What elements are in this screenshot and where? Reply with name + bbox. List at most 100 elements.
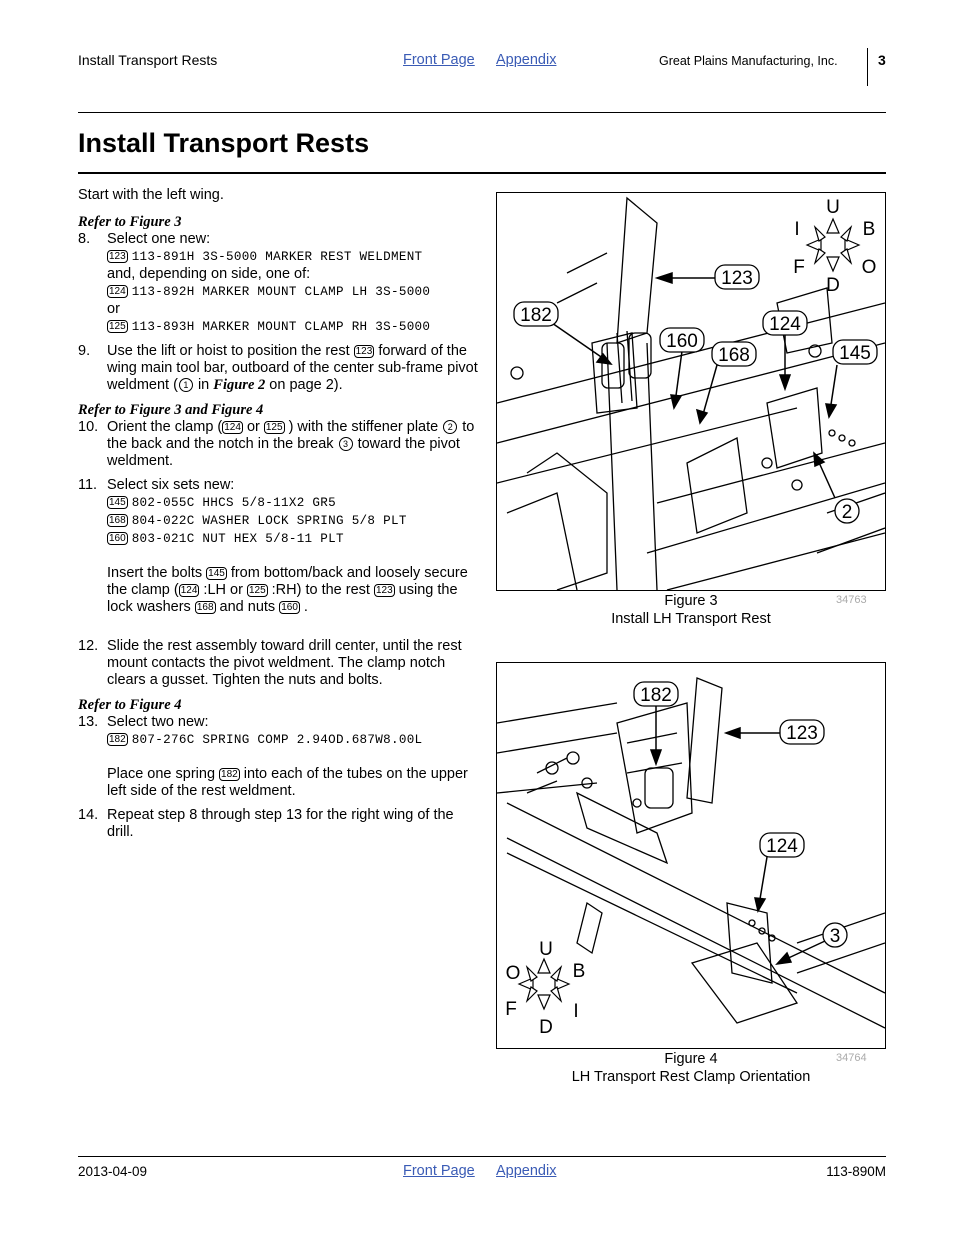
header-section-title: Install Transport Rests [78, 52, 218, 68]
step-text: to the back and the notch in the break [107, 419, 475, 452]
figure-4-id: 34764 [836, 1052, 867, 1064]
part-badge: 124 [222, 421, 243, 434]
callout-168: 168 [718, 345, 750, 366]
callout-124: 124 [766, 836, 798, 857]
step-number: 12. [78, 638, 99, 654]
title-rule [78, 172, 886, 174]
footer-front-page-link[interactable]: Front Page [403, 1163, 475, 1179]
step-number: 9. [78, 343, 91, 359]
step-text: Place one spring [107, 766, 216, 782]
step-text: :RH) to the rest [271, 582, 370, 598]
figure-label: Figure 4 [664, 1051, 718, 1067]
step-number: 11. [78, 477, 98, 493]
footer-rule [78, 1156, 886, 1157]
callout-145: 145 [839, 343, 871, 364]
part-badge: 125 [107, 320, 128, 333]
step-text: on page 2). [269, 377, 343, 393]
callout-circle: 3 [338, 437, 353, 451]
footer-appendix-link[interactable]: Appendix [496, 1163, 557, 1179]
compass-u: U [539, 939, 553, 960]
page-title: Install Transport Rests [78, 128, 370, 158]
header-rule [78, 112, 886, 113]
compass-b: B [863, 219, 876, 240]
step-text: Repeat step 8 through step 13 for the ri… [107, 807, 454, 840]
compass-f: F [505, 999, 517, 1020]
step-text: in [197, 377, 210, 393]
part-badge: 182 [107, 733, 128, 746]
part-description: 113-891H 3S-5000 MARKER REST WELDMENT [131, 250, 423, 264]
part-badge: 125 [246, 584, 268, 597]
callout-182: 182 [520, 305, 552, 326]
step-text: Select six sets new: [107, 477, 235, 493]
part-badge: 168 [194, 601, 216, 614]
figure-4-caption: Figure 4 LH Transport Rest Clamp Orienta… [496, 1050, 886, 1086]
figure-caption-text: LH Transport Rest Clamp Orientation [571, 1069, 811, 1085]
step-text: toward the pivot weldment. [107, 436, 460, 469]
step-text: . [303, 599, 308, 615]
step-14: 14. Repeat step 8 through step 13 for th… [78, 807, 478, 841]
compass-b: B [573, 961, 586, 982]
page-number: 3 [878, 52, 886, 68]
part-badge: 124 [107, 285, 128, 298]
compass-i: I [573, 1001, 578, 1022]
compass-d: D [826, 275, 840, 296]
step-text: and, depending on side, one of: [107, 266, 311, 282]
step-text: or [246, 419, 260, 435]
callout-123: 123 [786, 723, 818, 744]
part-badge: 124 [178, 584, 200, 597]
step-text: and nuts [219, 599, 276, 615]
step-text: Insert the bolts [107, 565, 203, 581]
figure-2-link[interactable]: Figure 2 [213, 377, 266, 393]
intro-text: Start with the left wing. [78, 187, 224, 203]
step-number: 13. [78, 714, 99, 730]
figure-3-illustration: U D I B F O 123 182 160 168 [496, 192, 886, 591]
step-text: from bottom/back and loosely secure the … [107, 565, 468, 598]
step-text: :LH or [203, 582, 243, 598]
callout-circle: 2 [443, 420, 458, 434]
callout-160: 160 [666, 331, 698, 352]
callout-3: 3 [830, 926, 841, 947]
step-number: 10. [78, 419, 99, 435]
part-badge: 123 [373, 584, 395, 597]
part-description: 802-055C HHCS 5/8-11X2 GR5 [131, 496, 336, 510]
compass-o: O [862, 257, 877, 278]
part-badge: 123 [353, 345, 375, 358]
step-text: Orient the clamp ( [107, 419, 223, 435]
figure-3-caption: Figure 3 Install LH Transport Rest [496, 592, 886, 628]
step-text: or [107, 301, 120, 317]
header-appendix-link[interactable]: Appendix [496, 52, 557, 68]
step-9: 9. Use the lift or hoist to position the… [78, 343, 478, 394]
compass-rose [805, 217, 861, 273]
part-description: 804-022C WASHER LOCK SPRING 5/8 PLT [131, 514, 407, 528]
part-badge: 168 [107, 514, 128, 527]
step-text: using the lock washers [107, 582, 458, 615]
compass-d: D [539, 1017, 553, 1038]
part-badge: 182 [219, 768, 240, 781]
footer-doc-number: 113-890M [826, 1164, 886, 1179]
step-text: Slide the rest assembly toward drill cen… [107, 638, 462, 688]
ref-figure-4: Refer to Figure 4 [78, 697, 182, 713]
callout-2: 2 [842, 502, 853, 523]
part-badge: 123 [107, 250, 128, 263]
part-badge: 160 [107, 532, 128, 545]
compass-u: U [826, 197, 840, 218]
figure-label: Figure 3 [664, 593, 718, 609]
figure-3-id: 34763 [836, 594, 867, 606]
figure-3-drawing: U D I B F O 123 182 160 168 [497, 196, 885, 590]
part-description: 807-276C SPRING COMP 2.94OD.687W8.00L [131, 733, 423, 747]
callout-123: 123 [721, 268, 753, 289]
ref-figure-3: Refer to Figure 3 [78, 214, 182, 230]
step-number: 8. [78, 231, 91, 247]
header-front-page-link[interactable]: Front Page [403, 52, 475, 68]
part-badge: 145 [107, 496, 128, 509]
step-text: Use the lift or hoist to position the re… [107, 343, 350, 359]
body-column: Start with the left wing. Refer to Figur… [78, 187, 478, 841]
footer-date: 2013-04-09 [78, 1164, 148, 1179]
